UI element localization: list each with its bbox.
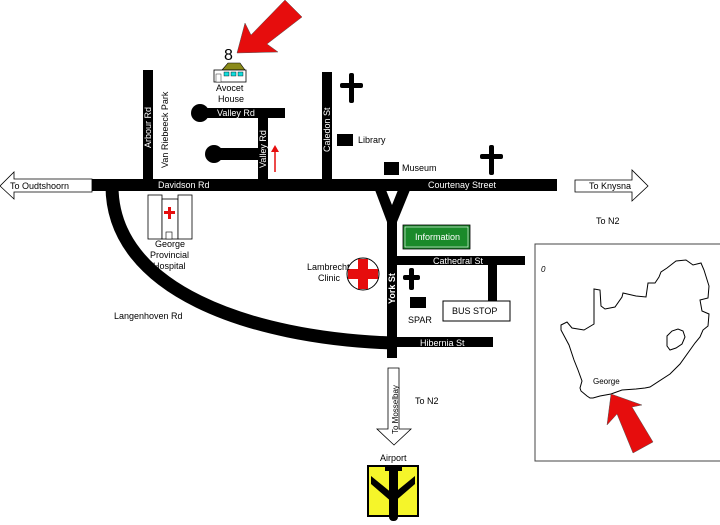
south-africa-outline — [560, 259, 710, 399]
cathedral-street — [396, 256, 525, 265]
church-cross-icon — [403, 268, 420, 290]
van-riebeeck-park-label: Van Riebeeck Park — [160, 91, 170, 168]
avocet-label: Avocet — [216, 83, 244, 93]
clinic-label-2: Clinic — [318, 273, 341, 283]
cathedral-spur — [488, 262, 497, 302]
to-mosselbay-arrow — [375, 367, 413, 446]
cul-de-sac-road — [212, 148, 262, 160]
courtenay-street-label: Courtenay Street — [428, 180, 497, 190]
cul-de-sac — [205, 145, 223, 163]
hospital-building-icon — [147, 194, 193, 240]
hospital-label-1: George — [155, 239, 185, 249]
to-oudtshoorn-arrow — [0, 171, 93, 200]
to-n2-east-label: To N2 — [596, 216, 620, 226]
caledon-st-label: Caledon St — [322, 107, 332, 152]
hibernia-st-label: Hibernia St — [420, 338, 465, 348]
hospital-label-2: Provincial — [150, 250, 189, 260]
hibernia-street — [392, 337, 493, 347]
york-street — [387, 215, 397, 358]
to-n2-south-label: To N2 — [415, 396, 439, 406]
to-knysna-label: To Knysna — [589, 181, 631, 191]
york-st-label: York St — [387, 273, 397, 304]
church-cross-icon — [340, 73, 363, 103]
caledon-street — [322, 72, 332, 184]
bus-stop-box — [442, 300, 511, 322]
langenhoven-rd-label: Langenhoven Rd — [114, 311, 183, 321]
library-marker — [337, 134, 353, 146]
valley-road-top — [196, 108, 285, 118]
museum-label: Museum — [402, 163, 437, 173]
davidson-courtenay-road — [92, 179, 557, 191]
house-icon — [213, 62, 247, 83]
cathedral-st-label: Cathedral St — [433, 256, 484, 266]
small-red-arrow-icon — [271, 145, 279, 172]
library-label: Library — [358, 135, 386, 145]
to-knysna-arrow — [574, 169, 649, 202]
inset-corner-mark: 0 — [541, 265, 546, 274]
spar-label: SPAR — [408, 315, 432, 325]
york-fork — [375, 190, 410, 222]
to-mosselbay-label: To Mosselbay — [391, 385, 400, 434]
bus-stop-label: BUS STOP — [452, 306, 497, 316]
lesotho-outline — [666, 328, 686, 351]
davidson-rd-label: Davidson Rd — [158, 180, 210, 190]
airport-plane-icon — [367, 465, 419, 521]
house-label: House — [218, 94, 244, 104]
information-sign — [402, 224, 471, 250]
valley-rd-label: Valley Rd — [217, 108, 255, 118]
information-label: Information — [415, 232, 460, 242]
valley-cul-de-sac — [191, 104, 209, 122]
arbour-road — [143, 70, 153, 185]
airport-label: Airport — [380, 453, 407, 463]
museum-marker — [384, 162, 399, 175]
roads — [92, 70, 557, 358]
inset-george-label: George — [593, 377, 620, 386]
langenhoven-road — [105, 185, 393, 350]
clinic-red-cross-icon — [346, 257, 380, 291]
clinic-label-1: Lambrecht — [307, 262, 350, 272]
to-oudtshoorn-label: To Oudtshoorn — [10, 181, 69, 191]
spar-marker — [410, 297, 426, 308]
valley-road-vertical — [258, 112, 268, 185]
arbour-rd-label: Arbour Rd — [143, 107, 153, 148]
valley-rd-vertical-label: Valley Rd — [258, 130, 268, 168]
marker-number: 8 — [224, 47, 233, 64]
church-cross-icon — [480, 145, 503, 175]
big-red-arrow — [236, 0, 303, 54]
hospital-label-3: Hospital — [153, 261, 186, 271]
inset-red-arrow — [606, 393, 654, 454]
